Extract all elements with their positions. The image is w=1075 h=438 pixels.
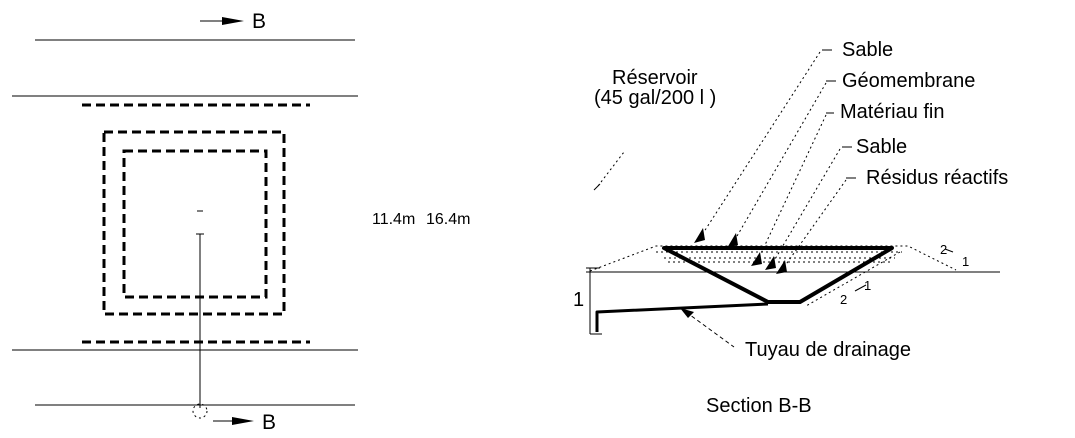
layer-label-geomembrane: Géomembrane — [842, 70, 975, 92]
slope-outer-vertical: 1 — [962, 254, 969, 269]
drain-label: Tuyau de drainage — [745, 339, 911, 361]
layer-label-fine-material: Matériau fin — [840, 101, 945, 123]
leader-reactive-tailings — [781, 179, 847, 271]
reservoir-label-line1: Réservoir — [612, 67, 698, 89]
outlet-circle — [192, 403, 208, 419]
section-title: Section B-B — [706, 395, 812, 417]
slope-inner-horizontal: 2 — [840, 292, 847, 307]
section-view: Réservoir (45 gal/200 l ) Sable Géomembr… — [573, 39, 1008, 417]
layer-label-reactive-tailings: Résidus réactifs — [866, 167, 1008, 189]
drain-pipe-section — [595, 302, 769, 332]
layer-label-sand-bottom: Sable — [856, 136, 907, 158]
section-marker-bottom-label: B — [262, 411, 276, 434]
outer-square — [102, 130, 286, 316]
section-marker-bottom: B — [213, 411, 276, 434]
depth-label: 1 — [573, 289, 584, 311]
inner-square — [122, 149, 268, 299]
reservoir-label-line2: (45 gal/200 l ) — [594, 87, 716, 109]
layer-label-sand-top: Sable — [842, 39, 893, 61]
leader-fine-material — [756, 114, 827, 263]
dimension-outer: 16.4m — [426, 211, 470, 228]
slope-inner-vertical: 1 — [864, 278, 871, 293]
section-marker-top-label: B — [252, 10, 266, 33]
leader-drain — [685, 311, 735, 348]
plan-view: B B 11.4m 16.4m — [12, 10, 470, 434]
leader-reservoir — [597, 151, 625, 187]
leader-sand-top — [699, 51, 821, 239]
section-marker-top: B — [200, 10, 266, 33]
leader-geomembrane — [732, 82, 827, 244]
slope-outer-horizontal: 2 — [940, 242, 947, 257]
trench-liner — [662, 246, 894, 304]
dimension-inner: 11.4m — [372, 211, 415, 228]
